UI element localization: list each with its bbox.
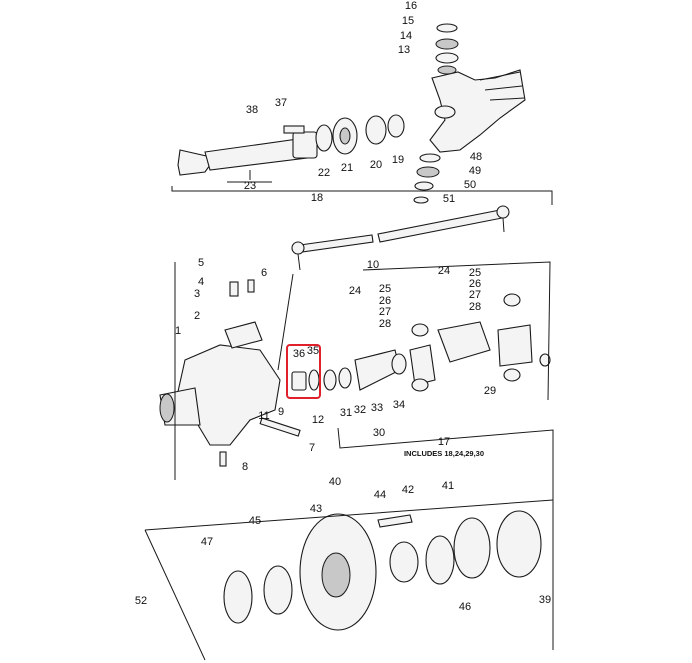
callout-31: 31 — [340, 407, 352, 419]
callout-9: 9 — [278, 406, 284, 418]
callout-49: 49 — [469, 165, 481, 177]
callout-22: 22 — [318, 167, 330, 179]
callout-43: 43 — [310, 503, 322, 515]
callout-16: 16 — [405, 0, 417, 12]
callout-45: 45 — [249, 515, 261, 527]
callout-33: 33 — [371, 402, 383, 414]
ujoint-group — [323, 293, 551, 392]
callout-17: 17 — [438, 436, 450, 448]
callout-15: 15 — [402, 15, 414, 27]
callout-41: 41 — [442, 480, 454, 492]
callout-35: 35 — [307, 345, 319, 357]
callout-36: 36 — [293, 348, 305, 360]
callout-4: 4 — [198, 276, 204, 288]
callout-38: 38 — [246, 104, 258, 116]
callout-52: 52 — [135, 595, 147, 607]
callout-44: 44 — [374, 489, 386, 501]
callout-27: 27 — [379, 306, 391, 318]
callout-47: 47 — [201, 536, 213, 548]
leader-lines — [144, 170, 554, 661]
callout-14: 14 — [400, 30, 412, 42]
callout-23: 23 — [244, 180, 256, 192]
callout-50: 50 — [464, 179, 476, 191]
callout-7: 7 — [309, 442, 315, 454]
highlighted-seal-parts — [291, 369, 320, 391]
callout-20: 20 — [370, 159, 382, 171]
callout-46: 46 — [459, 601, 471, 613]
callout-18: 18 — [311, 192, 323, 204]
callout-40: 40 — [329, 476, 341, 488]
callout-25: 25 — [379, 283, 391, 295]
callout-21: 21 — [341, 162, 353, 174]
callout-13: 13 — [398, 44, 410, 56]
callout-8: 8 — [242, 461, 248, 473]
callout-42: 42 — [402, 484, 414, 496]
axle-shaft-group — [177, 114, 405, 176]
callout-26: 26 — [379, 295, 391, 307]
callout-37: 37 — [275, 97, 287, 109]
callout-28: 28 — [379, 318, 391, 330]
axle-housing-group — [413, 23, 526, 204]
callout-39: 39 — [539, 594, 551, 606]
callout-26: 26 — [469, 278, 481, 290]
callout-1: 1 — [175, 325, 181, 337]
callout-2: 2 — [194, 310, 200, 322]
callout-24: 24 — [349, 285, 361, 297]
callout-24: 24 — [438, 265, 450, 277]
steering-knuckle-group — [159, 279, 301, 467]
includes-note: INCLUDES 18,24,29,30 — [404, 449, 484, 458]
callout-51: 51 — [443, 193, 455, 205]
callout-29: 29 — [484, 385, 496, 397]
callout-28: 28 — [469, 301, 481, 313]
callout-12: 12 — [312, 414, 324, 426]
hub-assembly-group — [223, 510, 542, 631]
callout-48: 48 — [470, 151, 482, 163]
highlight-box — [286, 344, 321, 399]
callout-25: 25 — [469, 267, 481, 279]
callout-6: 6 — [261, 267, 267, 279]
callout-32: 32 — [354, 404, 366, 416]
tie-rod-group — [291, 205, 510, 271]
callout-27: 27 — [469, 289, 481, 301]
callout-10: 10 — [367, 259, 379, 271]
callout-11: 11 — [258, 410, 269, 422]
callout-3: 3 — [194, 288, 200, 300]
callout-5: 5 — [198, 257, 204, 269]
callout-19: 19 — [392, 154, 404, 166]
callout-30: 30 — [373, 427, 385, 439]
callout-34: 34 — [393, 399, 405, 411]
